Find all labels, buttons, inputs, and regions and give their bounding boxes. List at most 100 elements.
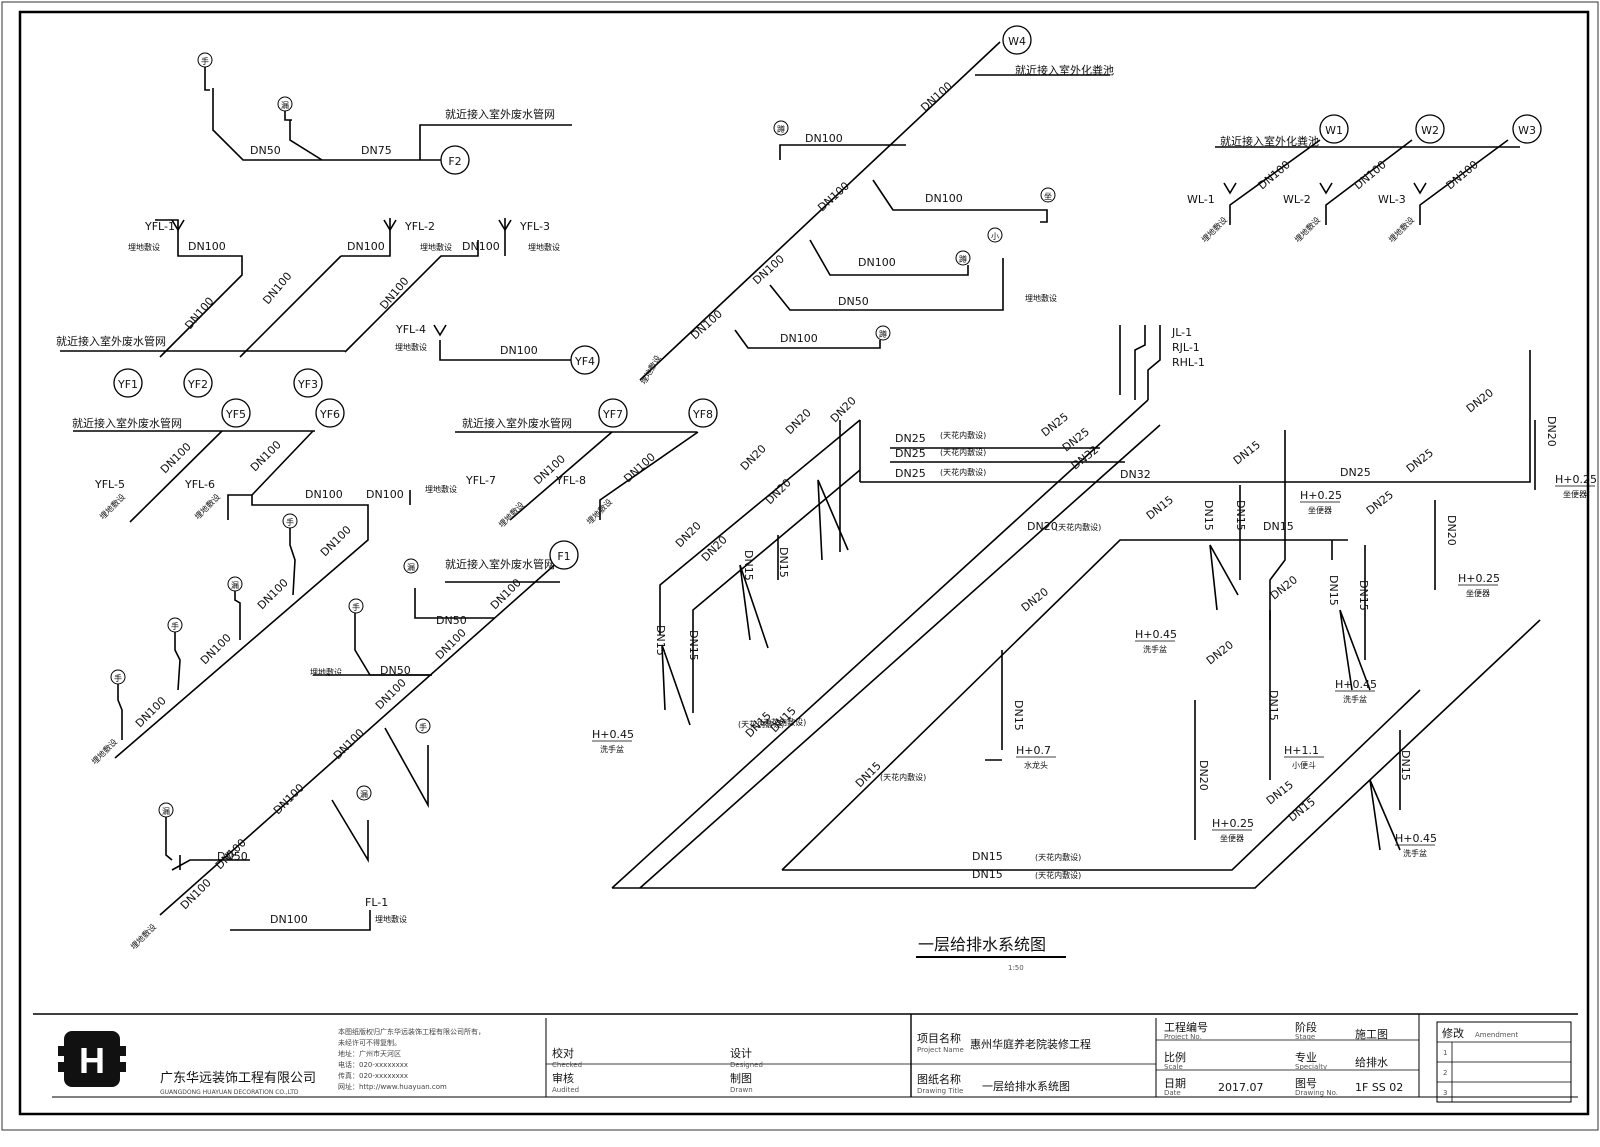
note-underground: 埋地敷设 bbox=[420, 242, 452, 252]
company-name-en: GUANGDONG HUAYUAN DECORATION CO.,LTD bbox=[160, 1089, 299, 1096]
note-outdoor-waste: 就近接入室外废水管网 bbox=[445, 557, 555, 571]
outlet-bubble-yf2 bbox=[183, 368, 213, 398]
logo-plate bbox=[64, 1031, 120, 1087]
pipe-size-label: DN100 bbox=[158, 440, 194, 476]
pipe-supply-riser bbox=[1269, 430, 1286, 640]
pipe-size-label: DN100 bbox=[271, 781, 307, 817]
note-outdoor-septic: 就近接入室外化粪池 bbox=[1015, 63, 1114, 77]
sheet-label: 图号 bbox=[1295, 1077, 1317, 1090]
pipe-size-label: DN25 bbox=[895, 467, 926, 480]
outlet-label-yf5: YF5 bbox=[225, 408, 246, 421]
pipe-size-label: DN20 bbox=[738, 442, 769, 473]
outlet-label-yf7: YF7 bbox=[602, 408, 623, 421]
pipe-yf4 bbox=[439, 340, 573, 361]
elevation-label: H+0.25 bbox=[1458, 572, 1500, 585]
design-label: 设计 bbox=[730, 1047, 752, 1060]
outlet-label-w3: W3 bbox=[1518, 124, 1536, 137]
vent-cap bbox=[171, 219, 185, 232]
pipe-branch bbox=[809, 239, 969, 276]
riser-label: RHL-1 bbox=[1172, 356, 1205, 369]
note-underground: 埋地敷设 bbox=[1199, 215, 1229, 245]
pipe-supply-fixture bbox=[1209, 544, 1239, 611]
fixture-name-label: 洗手盆 bbox=[1403, 848, 1427, 858]
review-label-en: Audited bbox=[552, 1086, 579, 1094]
outlet-bubble-yf6 bbox=[315, 398, 345, 428]
pipe-f2 bbox=[212, 88, 453, 161]
fixture-symbol bbox=[955, 250, 971, 266]
note-underground: 埋地敷设 bbox=[638, 353, 663, 386]
pipe-size-label: DN100 bbox=[260, 270, 294, 307]
fixture-symbol bbox=[282, 513, 298, 529]
copyright-note-line: 传真：020-xxxxxxxx bbox=[338, 1071, 408, 1080]
pipe-size-label: DN100 bbox=[858, 256, 896, 269]
note-underground: 埋地敷设 bbox=[584, 497, 614, 527]
elevation-label: H+0.25 bbox=[1212, 817, 1254, 830]
fixture-symbol-label: 手 bbox=[171, 621, 179, 631]
phase-label: 阶段 bbox=[1295, 1020, 1317, 1034]
fixture-symbol bbox=[197, 52, 213, 68]
outlet-label-w4: W4 bbox=[1008, 35, 1026, 48]
fixture-symbol-label: 蹲 bbox=[879, 329, 887, 339]
fixture-symbol-label: 蹲 bbox=[959, 254, 967, 264]
fixture-symbol-label: 漏 bbox=[360, 789, 368, 799]
note-underground: 埋地敷设 bbox=[192, 492, 222, 522]
fixture-name-label: 小便斗 bbox=[1292, 760, 1316, 770]
outlet-label-yf3: YF3 bbox=[297, 378, 318, 391]
note-underground: 埋地敷设 bbox=[310, 667, 342, 677]
outlet-bubble-yf4 bbox=[570, 345, 600, 375]
logo-letter: H bbox=[79, 1040, 105, 1081]
drawing-scale-note: 1:50 bbox=[1008, 964, 1024, 972]
pipe-size-label: DN20 bbox=[1027, 520, 1058, 533]
outlet-label-f2: F2 bbox=[448, 155, 461, 168]
fixture-symbol bbox=[415, 718, 431, 734]
riser-label: YFL-7 bbox=[465, 474, 496, 487]
date-label: 日期 bbox=[1164, 1077, 1186, 1090]
outlet-bubble-w2 bbox=[1415, 114, 1445, 144]
outlet-bubble-w3 bbox=[1512, 114, 1542, 144]
pipe-size-label: DN20 bbox=[673, 519, 704, 550]
fixture-symbol-label: 手 bbox=[419, 722, 427, 732]
pipe-size-label: DN15 bbox=[1327, 575, 1340, 606]
pipe-size-label: DN100 bbox=[780, 332, 818, 345]
pipe-yf5 bbox=[129, 430, 223, 523]
pipe-branch bbox=[779, 144, 906, 160]
note-underground: 埋地敷设 bbox=[128, 922, 158, 952]
vent-cap bbox=[383, 219, 397, 232]
note-underground: 埋地敷设 bbox=[425, 484, 457, 494]
pipe-branch bbox=[872, 179, 1048, 223]
vent-cap bbox=[1319, 182, 1333, 195]
pipe-size-label: DN100 bbox=[270, 913, 308, 926]
logo-tab-right-top bbox=[118, 1046, 126, 1056]
pipe-size-label: DN100 bbox=[366, 488, 404, 501]
fixture-name-label: 洗手盆 bbox=[1143, 644, 1167, 654]
fixture-trap bbox=[234, 591, 241, 640]
fixture-symbol-label: 手 bbox=[286, 517, 294, 527]
riser-label: YFL-1 bbox=[144, 220, 175, 233]
outlet-bubble-yf3 bbox=[293, 368, 323, 398]
logo-tab-right-bottom bbox=[118, 1062, 126, 1072]
pipe-size-label: DN15 bbox=[1399, 750, 1412, 781]
date-value: 2017.07 bbox=[1218, 1081, 1264, 1094]
revision-row-1: 1 bbox=[1443, 1049, 1447, 1057]
pipe-size-label: DN15 bbox=[1264, 778, 1296, 807]
outlet-bubble-yf1 bbox=[113, 368, 143, 398]
pipe-supply-diag-3 bbox=[781, 539, 1348, 871]
pipe-size-label: DN100 bbox=[805, 132, 843, 145]
outlet-bubble-w1 bbox=[1319, 114, 1349, 144]
leader-line bbox=[419, 124, 572, 160]
pipe-size-label: DN100 bbox=[925, 192, 963, 205]
outlet-bubble-f1 bbox=[549, 540, 579, 570]
note-outdoor-septic: 就近接入室外化粪池 bbox=[1220, 134, 1319, 148]
fixture-symbol bbox=[987, 227, 1003, 243]
major-label: 专业 bbox=[1295, 1050, 1317, 1064]
note-ceiling-install: (天花内敷设) bbox=[1035, 870, 1081, 880]
inner-border bbox=[18, 10, 1590, 1116]
outlet-bubble-yf8 bbox=[688, 398, 718, 428]
fixture-name-label: 坐便器 bbox=[1308, 505, 1332, 515]
pipe-f1 bbox=[159, 559, 561, 916]
logo-tab-left-bottom bbox=[58, 1062, 66, 1072]
note-underground: 埋地敷设 bbox=[128, 242, 160, 252]
pipe-main bbox=[114, 495, 369, 759]
fixture-trap bbox=[204, 67, 210, 91]
